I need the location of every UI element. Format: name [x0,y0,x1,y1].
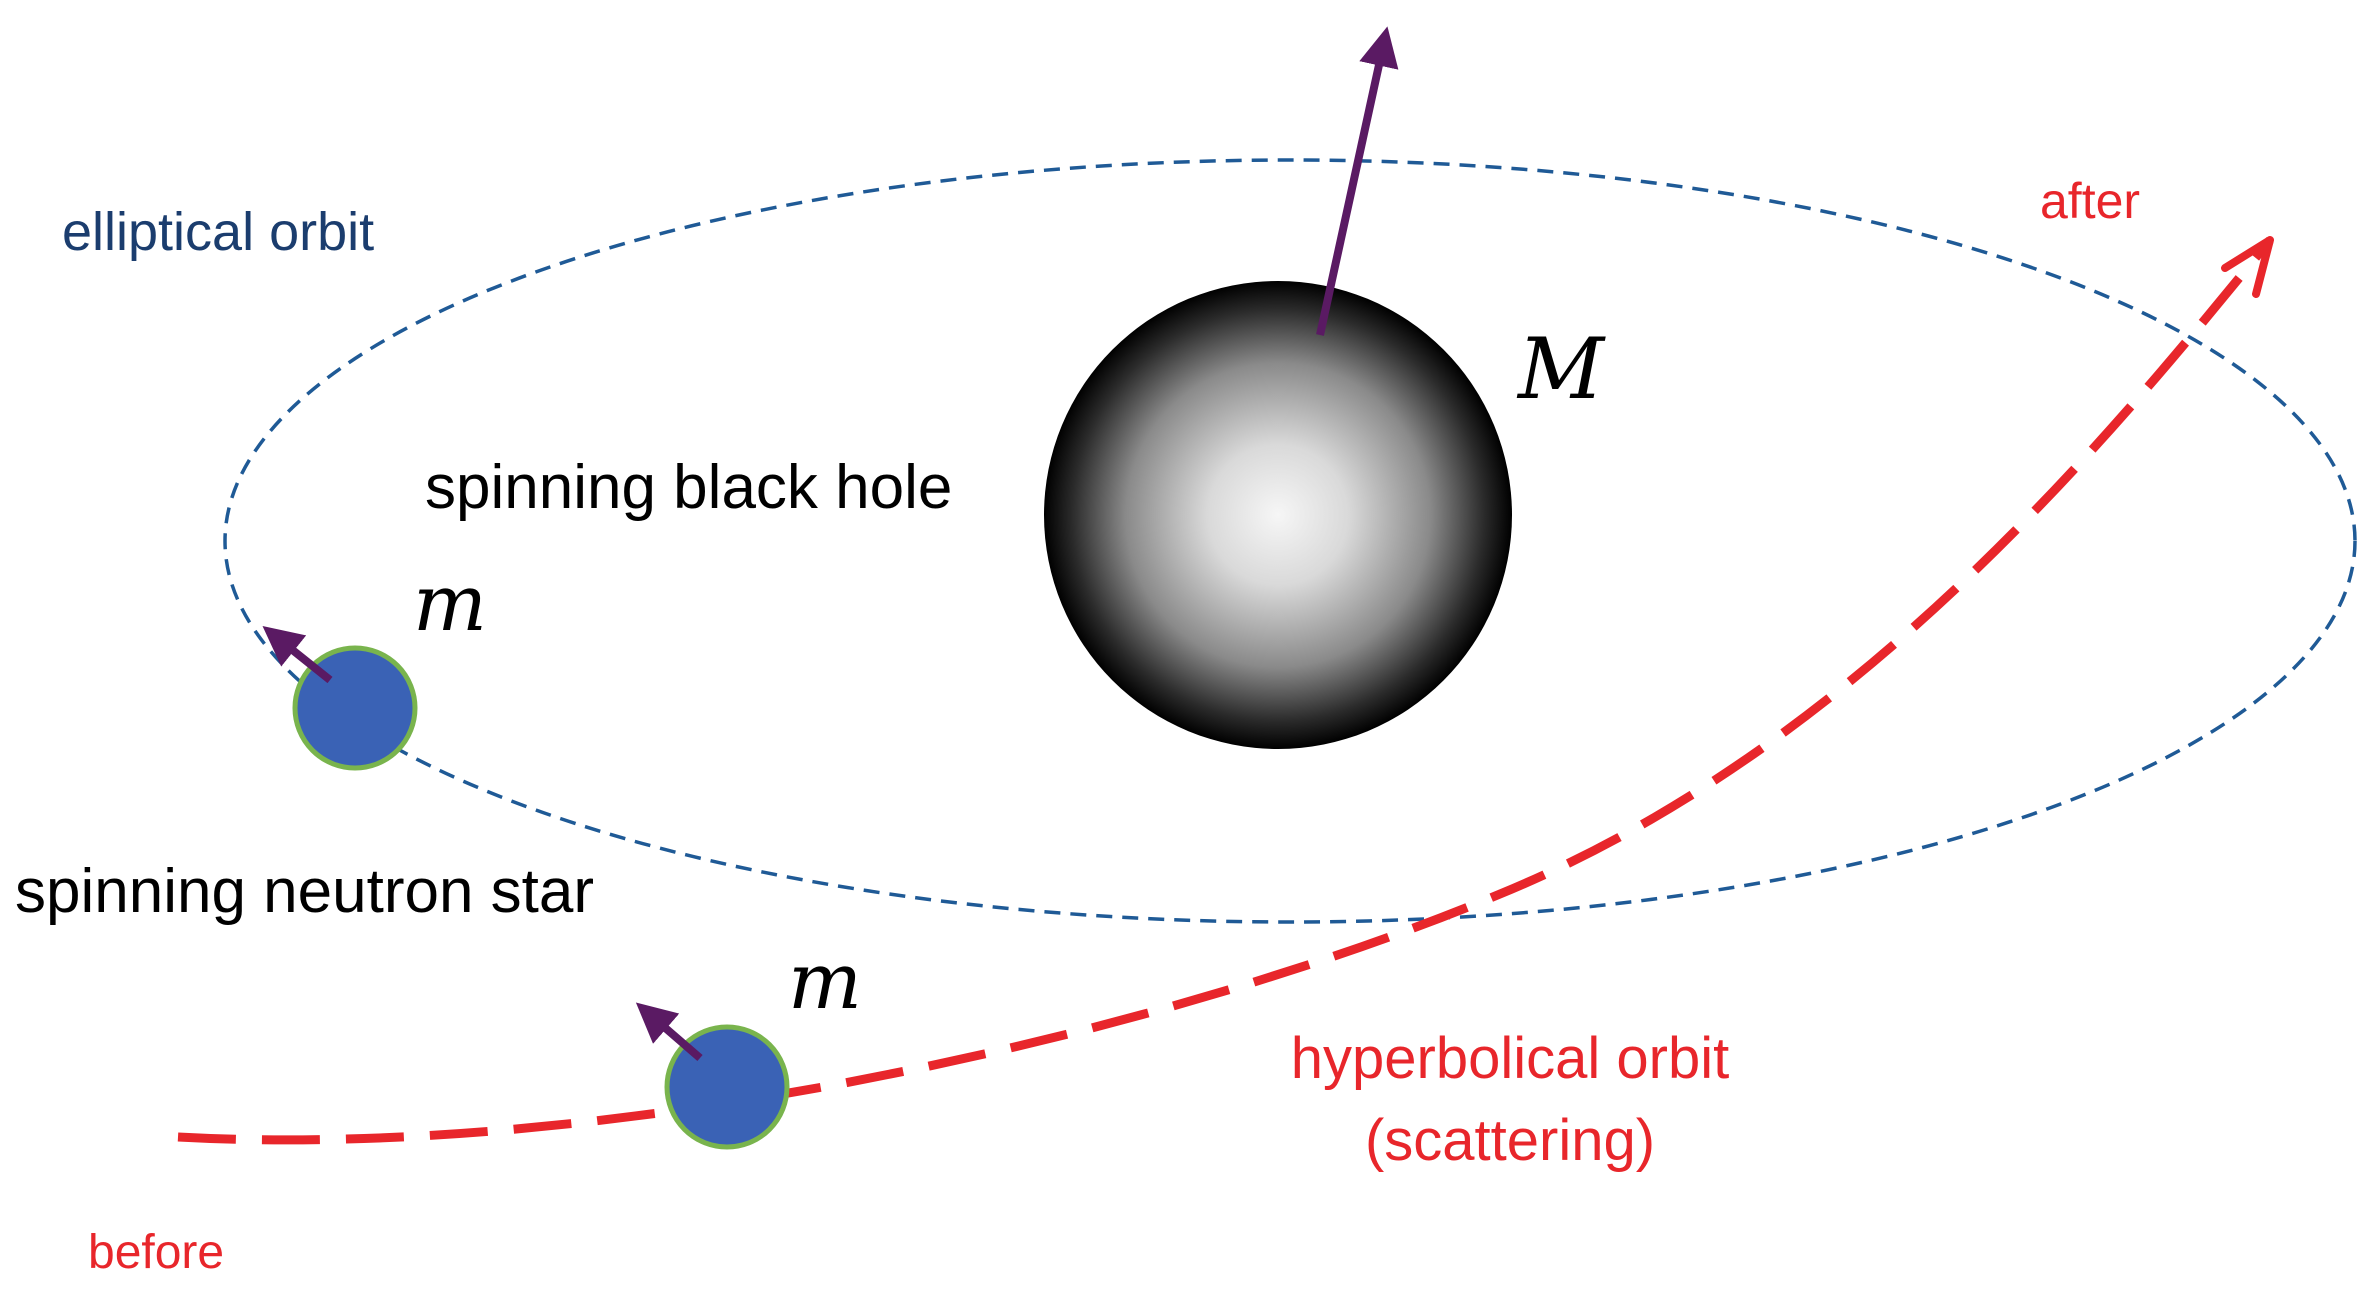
black-hole [1044,281,1512,749]
neutron-star-spin-arrow-1 [262,626,333,684]
spinning-black-hole-label: spinning black hole [425,453,952,522]
hyperbolical-orbit-label: hyperbolical orbit [1291,1026,1729,1091]
elliptical-orbit-label: elliptical orbit [62,202,374,262]
scattering-label: (scattering) [1365,1108,1655,1173]
black-hole-mass-label: M [1516,320,1606,418]
neutron-star-spin-arrow-2 [635,1002,703,1062]
after-label: after [2040,173,2140,229]
hyperbolic-orbit-arrowhead [2221,236,2274,298]
hyperbolic-orbit-path [177,237,2274,1145]
black-hole-spin-arrow [1316,26,1399,336]
neutron-star-mass-label-2: m [788,937,862,1027]
before-label: before [88,1226,224,1279]
neutron-star-mass-label-1: m [413,559,487,649]
spinning-neutron-star-label: spinning neutron star [15,857,594,926]
elliptical-orbit-path [223,158,2357,924]
